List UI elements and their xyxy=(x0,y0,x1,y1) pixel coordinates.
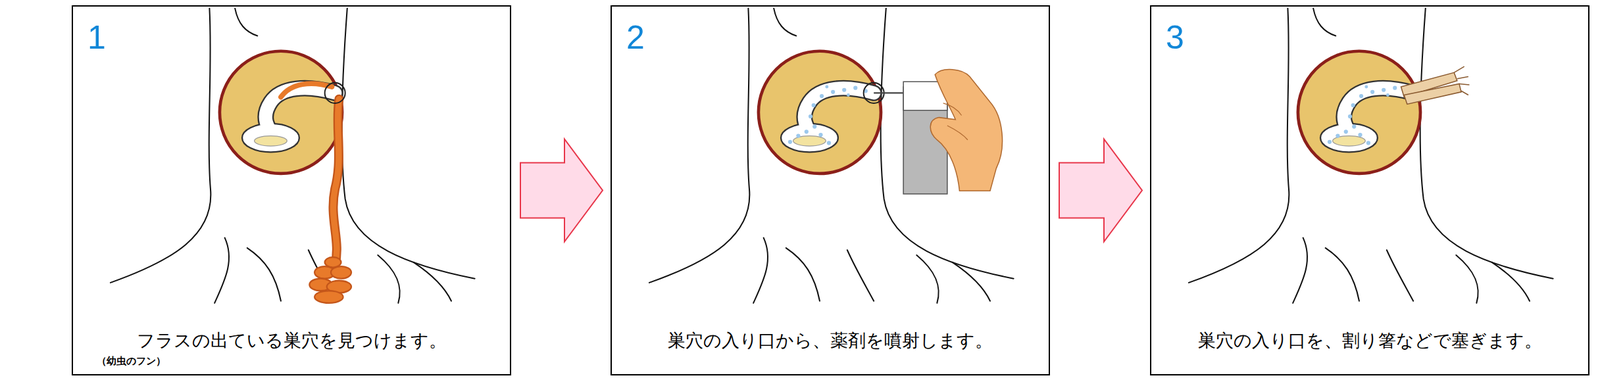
panel-3-art xyxy=(1188,8,1554,304)
step-note: （幼虫のフン） xyxy=(96,355,166,368)
panel-1-art xyxy=(110,8,475,304)
panel-2-art xyxy=(649,8,1014,304)
step-panel: 2 巣穴の入り口から、薬剤を噴射します。 xyxy=(610,5,1050,376)
step-caption: 巣穴の入り口から、薬剤を噴射します。 xyxy=(667,330,993,352)
block-arrow xyxy=(520,139,603,243)
step-panel: 3 巣穴の入り口を、割り箸などで塞ぎます。 xyxy=(1150,5,1590,376)
block-arrow xyxy=(1059,139,1143,243)
step-number: 3 xyxy=(1165,21,1185,54)
step-caption: 巣穴の入り口を、割り箸などで塞ぎます。 xyxy=(1198,330,1543,352)
step-number: 2 xyxy=(626,21,645,54)
step-panel: 1 フラスの出ている巣穴を見つけます。 （幼虫のフン） xyxy=(71,5,512,376)
step-caption: フラスの出ている巣穴を見つけます。 xyxy=(136,330,447,352)
step-number: 1 xyxy=(87,21,106,54)
